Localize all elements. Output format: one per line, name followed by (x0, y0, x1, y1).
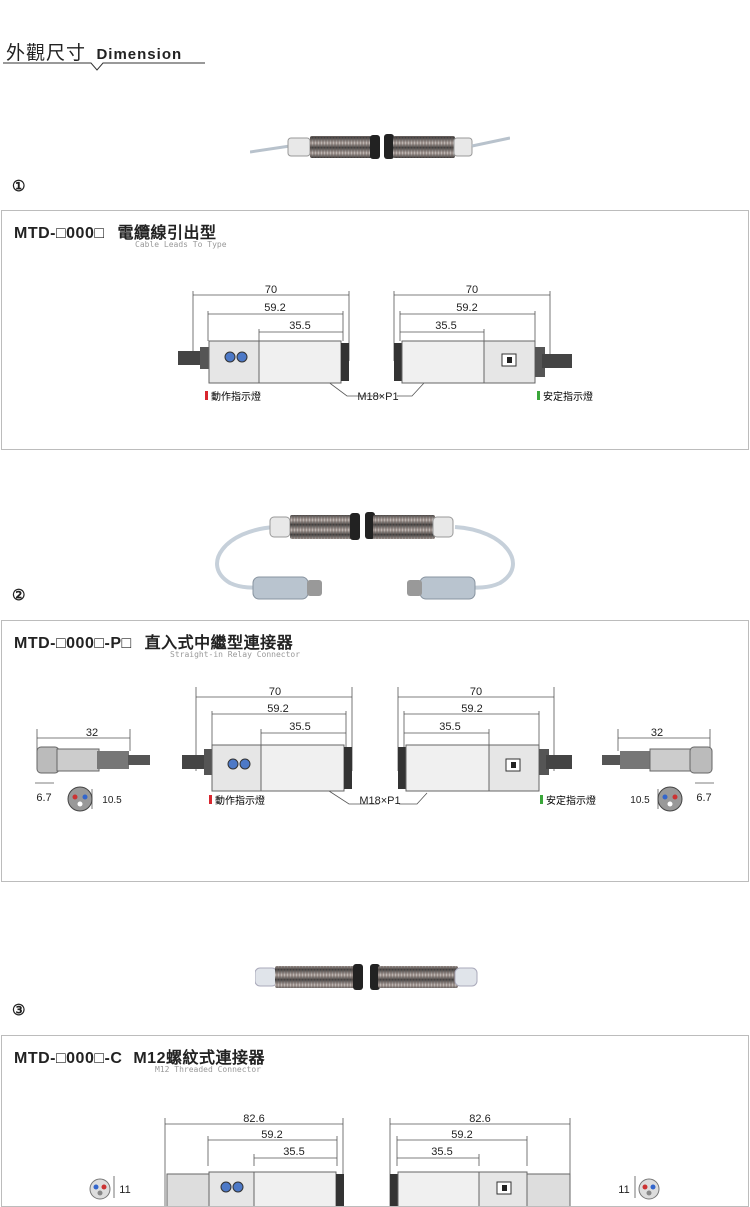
section-number: ② (12, 587, 26, 604)
header-underline (3, 62, 205, 71)
section-number: ③ (12, 1002, 26, 1019)
sensor-receiver-drawing (390, 1171, 571, 1206)
dim-thread-left: 35.5 (289, 320, 310, 332)
stable-led-label: 安定指示燈 (546, 794, 596, 807)
dim-thread-right: 35.5 (439, 721, 460, 733)
dim-pin-gap-right: 6.7 (696, 792, 711, 804)
dimension-drawing: 70 59.2 35.5 70 59.2 35.5 32 32 M18×P1 6… (35, 686, 714, 812)
page-header: 外觀尺寸 Dimension (6, 38, 182, 65)
dim-overall-left: 70 (269, 686, 281, 698)
action-led-label: 動作指示燈 (215, 794, 265, 807)
dim-thread-left: 35.5 (289, 721, 310, 733)
panel-m12-connector: MTD-□000□-C M12螺紋式連接器 M12 Threaded Conne… (1, 1035, 749, 1207)
header-title-en: Dimension (96, 46, 183, 63)
type-zh: 電纜線引出型 (117, 225, 217, 242)
thread-label: M18×P1 (357, 391, 398, 403)
dim-body-left: 59.2 (264, 302, 285, 314)
action-led-marker (205, 391, 208, 400)
dim-dia-left: 11 (119, 1184, 130, 1196)
dim-body-right: 59.2 (461, 703, 482, 715)
dim-body-right: 59.2 (456, 302, 477, 314)
dim-overall-right: 70 (470, 686, 482, 698)
action-led-marker (209, 795, 212, 804)
sensor-receiver-drawing (398, 744, 572, 792)
type-en: M12 Threaded Connector (155, 1065, 261, 1074)
model-code: MTD-□000□-C (14, 1050, 123, 1067)
panel-relay-connector: MTD-□000□-P□ 直入式中繼型連接器 Straight-in Relay… (1, 620, 749, 882)
sensor-receiver-drawing (394, 340, 572, 384)
dimension-drawing: 82.6 59.2 35.5 82.6 59.2 35.5 11 11 (89, 1113, 660, 1206)
dim-dia-right: 10.5 (630, 795, 650, 806)
dimension-drawing: 70 59.2 35.5 70 59.2 35.5 M18×P1 (178, 284, 593, 403)
type-zh: M12螺紋式連接器 (133, 1050, 265, 1067)
connector-left-face (89, 1178, 111, 1200)
model-code: MTD-□000□-P□ (14, 635, 132, 652)
product-photo-cable-type (250, 134, 510, 159)
model-code: MTD-□000□ (14, 225, 105, 242)
type-en: Straight-in Relay Connector (170, 650, 301, 659)
stable-led-marker (540, 795, 543, 804)
stable-led-label: 安定指示燈 (543, 390, 593, 403)
dim-body-left: 59.2 (267, 703, 288, 715)
type-zh: 直入式中繼型連接器 (144, 635, 294, 652)
product-photo-relay-connector (215, 512, 515, 600)
connector-right-face (638, 1178, 660, 1200)
header-title-zh: 外觀尺寸 (6, 43, 87, 64)
sensor-emitter-drawing (166, 1171, 344, 1206)
connector-left-drawing (36, 746, 150, 812)
dim-overall-left: 82.6 (243, 1113, 264, 1125)
stable-led-marker (537, 391, 540, 400)
dim-connector-left: 32 (86, 727, 98, 739)
panel-cable-type: MTD-□000□ 電纜線引出型 Cable Leads To Type 70 … (1, 210, 749, 450)
thread-label: M18×P1 (359, 795, 400, 807)
type-en: Cable Leads To Type (135, 240, 227, 249)
dim-connector-right: 32 (651, 727, 663, 739)
dim-overall-left: 70 (265, 284, 277, 296)
product-photo-m12-connector (255, 964, 478, 990)
panel-title: MTD-□000□ 電纜線引出型 (14, 219, 216, 243)
dim-thread-right: 35.5 (431, 1146, 452, 1158)
dim-thread-right: 35.5 (435, 320, 456, 332)
sensor-emitter-drawing (182, 744, 352, 792)
dim-dia-left: 10.5 (102, 795, 122, 806)
dim-body-right: 59.2 (451, 1129, 472, 1141)
dim-overall-right: 82.6 (469, 1113, 490, 1125)
connector-right-drawing (602, 746, 713, 812)
panel-title: MTD-□000□-P□ 直入式中繼型連接器 (14, 629, 293, 653)
dim-thread-left: 35.5 (283, 1146, 304, 1158)
panel-title: MTD-□000□-C M12螺紋式連接器 (14, 1044, 265, 1068)
sensor-emitter-drawing (178, 340, 349, 384)
dim-pin-gap-left: 6.7 (36, 792, 51, 804)
action-led-label: 動作指示燈 (211, 390, 261, 403)
dim-body-left: 59.2 (261, 1129, 282, 1141)
dim-dia-right: 11 (618, 1184, 629, 1196)
section-number: ① (12, 178, 26, 195)
dim-overall-right: 70 (466, 284, 478, 296)
